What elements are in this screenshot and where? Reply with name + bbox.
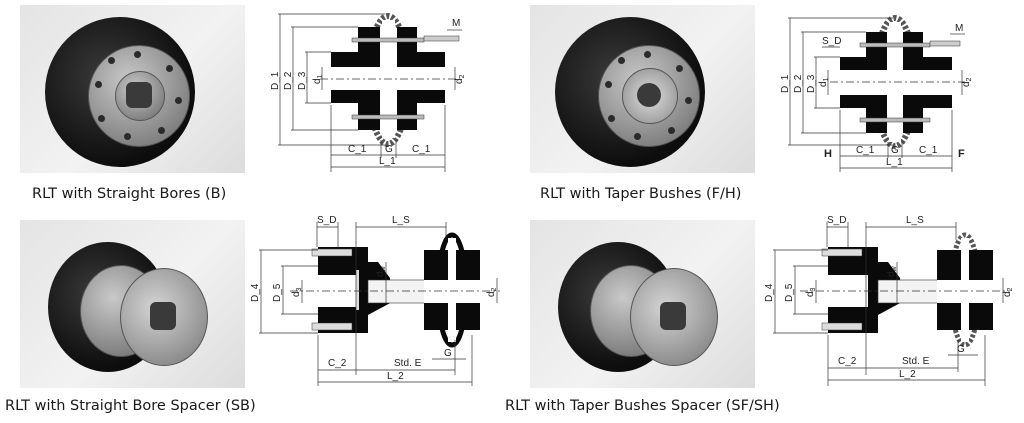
bolt xyxy=(634,133,641,140)
label-D1: D_1 xyxy=(270,71,281,90)
caption-straight-bore-spacer: RLT with Straight Bore Spacer (SB) xyxy=(5,398,256,414)
bolt xyxy=(95,81,102,88)
label-SD: S_D xyxy=(822,36,841,47)
product-photo-taper-bushes xyxy=(530,5,755,173)
product-photo-taper-bushes-spacer xyxy=(530,220,755,388)
center-disc xyxy=(448,238,456,342)
drawing-taper-bushes: D_1 D_2 D_3 d1 d2 S_D M H F C_1 G C_1 L_… xyxy=(780,15,973,172)
label-C1-left: C_1 xyxy=(348,144,367,155)
label-H: H xyxy=(824,148,832,160)
taper-edge xyxy=(356,270,359,310)
label-G: G xyxy=(444,348,452,359)
label-G: G xyxy=(385,144,393,155)
label-L1: L_1 xyxy=(379,156,396,167)
label-dw: dw xyxy=(375,265,387,277)
hub-flange xyxy=(598,45,700,147)
label-dw: dw xyxy=(886,265,898,277)
label-D1: D_1 xyxy=(780,74,791,93)
label-D4: D_4 xyxy=(250,283,261,302)
label-L2: L_2 xyxy=(387,371,404,382)
label-LS: L_S xyxy=(392,215,410,226)
label-C1-right: C_1 xyxy=(919,145,938,156)
bolt xyxy=(821,248,863,257)
label-D5: D_5 xyxy=(784,283,795,302)
label-d2: d2 xyxy=(961,77,973,87)
bolt xyxy=(685,97,692,104)
bolt xyxy=(605,81,612,88)
label-SD: S_D xyxy=(317,215,336,226)
bolt xyxy=(311,248,353,257)
bolt xyxy=(859,42,931,48)
product-photo-straight-bore-spacer xyxy=(20,220,245,388)
shaft-bore xyxy=(126,82,152,108)
hub-flange xyxy=(88,45,190,147)
bolt xyxy=(929,40,961,47)
bolt xyxy=(423,35,460,42)
label-M: M xyxy=(955,23,963,34)
label-D2: D_2 xyxy=(283,71,294,90)
bolt xyxy=(618,57,625,64)
label-L1: L_1 xyxy=(886,157,903,168)
bolt xyxy=(821,322,863,331)
label-StdE: Std. E xyxy=(902,356,930,367)
label-d2: d2 xyxy=(454,74,466,84)
bore xyxy=(331,67,445,90)
label-G: G xyxy=(891,145,899,156)
label-L2: L_2 xyxy=(899,369,916,380)
label-D4: D_4 xyxy=(764,283,775,302)
bolt xyxy=(124,133,131,140)
bolt xyxy=(676,65,683,72)
bolt xyxy=(644,51,651,58)
bolt xyxy=(98,115,105,122)
caption-taper-bushes-spacer: RLT with Taper Bushes Spacer (SF/SH) xyxy=(505,398,780,414)
label-d3: d3 xyxy=(291,287,303,297)
label-F: F xyxy=(958,148,965,160)
product-photo-straight-bores xyxy=(20,5,245,173)
label-d3: d3 xyxy=(805,287,817,297)
label-M: M xyxy=(452,18,460,29)
bolt xyxy=(351,114,425,120)
drawing-straight-bore-spacer: S_D L_S D_4 D_5 d3 dw d2 G C_2 Std. E L_… xyxy=(250,215,500,386)
drawing-taper-bushes-spacer: S_D L_S D_4 D_5 d3 dw d2 G C_2 Std. E L_… xyxy=(764,215,1014,386)
drawing-straight-bores: D_1 D_2 D_3 d1 d2 M C_1 G C_1 L_1 xyxy=(270,13,466,172)
caption-taper-bushes: RLT with Taper Bushes (F/H) xyxy=(540,186,742,202)
bolt xyxy=(859,117,931,123)
bolt xyxy=(158,127,165,134)
label-d2: d2 xyxy=(1002,287,1014,297)
label-G: G xyxy=(957,344,965,355)
bolt xyxy=(608,115,615,122)
label-StdE: Std. E xyxy=(394,358,422,369)
bolt xyxy=(175,97,182,104)
label-C2: C_2 xyxy=(328,358,347,369)
label-d1: d1 xyxy=(818,77,830,87)
shaft-bore xyxy=(660,302,686,330)
bolt xyxy=(668,127,675,134)
shaft-bore xyxy=(150,302,176,330)
label-D2: D_2 xyxy=(793,74,804,93)
center-disc xyxy=(961,238,969,342)
label-LS: L_S xyxy=(906,215,924,226)
caption-straight-bores: RLT with Straight Bores (B) xyxy=(32,186,227,202)
bolt xyxy=(134,51,141,58)
label-C2: C_2 xyxy=(838,356,857,367)
label-C1-right: C_1 xyxy=(412,144,431,155)
bolt xyxy=(351,37,425,43)
bolt xyxy=(108,57,115,64)
shaft-bore xyxy=(637,83,661,107)
bore xyxy=(840,70,952,95)
bolt xyxy=(166,65,173,72)
label-C1-left: C_1 xyxy=(856,145,875,156)
label-d1: d1 xyxy=(312,74,324,84)
bolt xyxy=(311,322,353,331)
label-SD: S_D xyxy=(827,215,846,226)
label-D3: D_3 xyxy=(297,71,308,90)
label-D3: D_3 xyxy=(806,74,817,93)
label-d2: d2 xyxy=(486,287,498,297)
label-D5: D_5 xyxy=(272,283,283,302)
